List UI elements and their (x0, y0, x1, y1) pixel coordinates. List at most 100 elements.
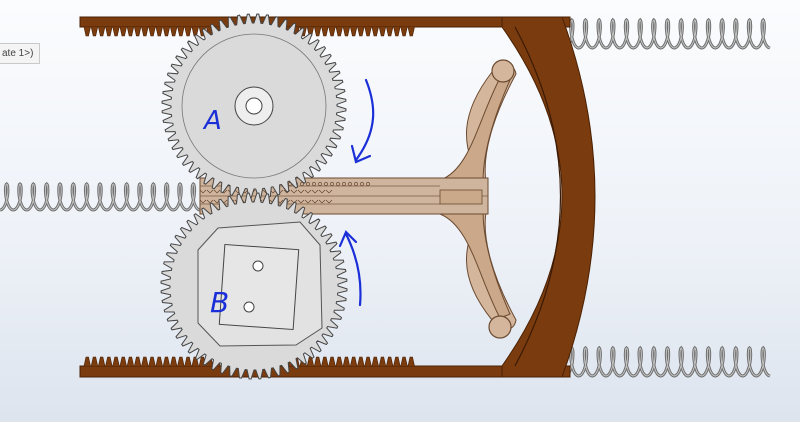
bottom-rack-bar (79, 365, 571, 378)
rod-tooth (311, 189, 319, 194)
curved-back-plate (501, 16, 596, 378)
rack-tooth (119, 26, 127, 37)
frame (79, 16, 596, 378)
gear-a (161, 13, 347, 199)
rack-tooth (364, 356, 372, 367)
rack-tooth (371, 26, 379, 37)
rod-tooth (213, 189, 221, 194)
rod-slot (439, 189, 483, 205)
rack-tooth (378, 26, 386, 37)
rack-tooth (342, 26, 350, 37)
rack-tooth (83, 356, 91, 367)
rack-tooth (378, 356, 386, 367)
rack-tooth (321, 26, 329, 37)
gear-b-hole (252, 260, 264, 272)
rod-tooth (297, 189, 305, 194)
rack-tooth (148, 356, 156, 367)
rack-tooth (126, 26, 134, 37)
rack-tooth (162, 356, 170, 367)
rod-hole (318, 182, 322, 186)
rack-tooth (371, 356, 379, 367)
rod-tooth (199, 189, 207, 194)
rack-tooth (98, 26, 106, 37)
rack-tooth (357, 26, 365, 37)
rack-tooth (184, 356, 192, 367)
rod-tooth (304, 189, 312, 194)
top-rack-bar (79, 16, 571, 28)
rack-tooth (112, 26, 120, 37)
rod-tooth (311, 199, 319, 204)
rack-tooth (386, 356, 394, 367)
rack-tooth (321, 356, 329, 367)
gear-b-label: B (210, 286, 229, 319)
rack-tooth (90, 26, 98, 37)
rack-tooth (314, 26, 322, 37)
config-state-tab[interactable]: ate 1>) (0, 43, 41, 64)
rod-hole (300, 182, 304, 186)
rod-hole (366, 182, 370, 186)
spring (564, 345, 771, 378)
rack-tooth (177, 26, 185, 37)
rack-tooth (98, 356, 106, 367)
rod-tooth (318, 199, 326, 204)
rod-hole (324, 182, 328, 186)
rack-tooth (364, 26, 372, 37)
rack-tooth (170, 356, 178, 367)
yoke-pin-bottom (488, 315, 512, 339)
rod-tooth (325, 199, 333, 204)
rod-tooth (290, 189, 298, 194)
rod-hole (354, 182, 358, 186)
rack-tooth (90, 356, 98, 367)
rack-tooth (134, 356, 142, 367)
rack-tooth (141, 356, 149, 367)
rack-tooth (170, 26, 178, 37)
rack-tooth (335, 26, 343, 37)
spring-highlight (564, 347, 771, 377)
rack-tooth (393, 26, 401, 37)
gear-b-square (218, 243, 300, 331)
rack-tooth (83, 26, 91, 37)
rod-hole (336, 182, 340, 186)
springs (0, 17, 771, 378)
rod-hole (312, 182, 316, 186)
rack-tooth (148, 26, 156, 37)
rod-hole (306, 182, 310, 186)
rod-tooth (297, 199, 305, 204)
rod-tooth (304, 199, 312, 204)
spring-highlight (0, 183, 201, 211)
rod-hole (330, 182, 334, 186)
frame-inner-edge (514, 26, 562, 367)
rod-tooth (199, 199, 207, 204)
rack-tooth (134, 26, 142, 37)
rack-tooth (350, 26, 358, 37)
rack-tooth (393, 356, 401, 367)
rack-tooth (105, 26, 113, 37)
rack-tooth (350, 356, 358, 367)
rack-tooth (112, 356, 120, 367)
rack-tooth (184, 26, 192, 37)
rotation-arrow-icon (350, 78, 375, 164)
rack-tooth (407, 356, 415, 367)
rack-tooth (386, 26, 394, 37)
rack-tooth (105, 356, 113, 367)
rack-tooth (357, 356, 365, 367)
rod-tooth (206, 199, 214, 204)
rod-hole (342, 182, 346, 186)
rack-tooth (400, 356, 408, 367)
rod-hole (360, 182, 364, 186)
rotation-arrow-icon (338, 230, 362, 307)
rack-tooth (155, 26, 163, 37)
rack-tooth (328, 356, 336, 367)
rack-tooth (155, 356, 163, 367)
rod-hole (348, 182, 352, 186)
rack-tooth (177, 356, 185, 367)
rack-tooth (342, 356, 350, 367)
spring-highlight (564, 19, 771, 49)
rack-tooth (314, 356, 322, 367)
rack-tooth (141, 26, 149, 37)
spring (0, 181, 201, 212)
rack-tooth (400, 26, 408, 37)
rod-tooth (325, 189, 333, 194)
gear-a-label: A (202, 106, 222, 136)
